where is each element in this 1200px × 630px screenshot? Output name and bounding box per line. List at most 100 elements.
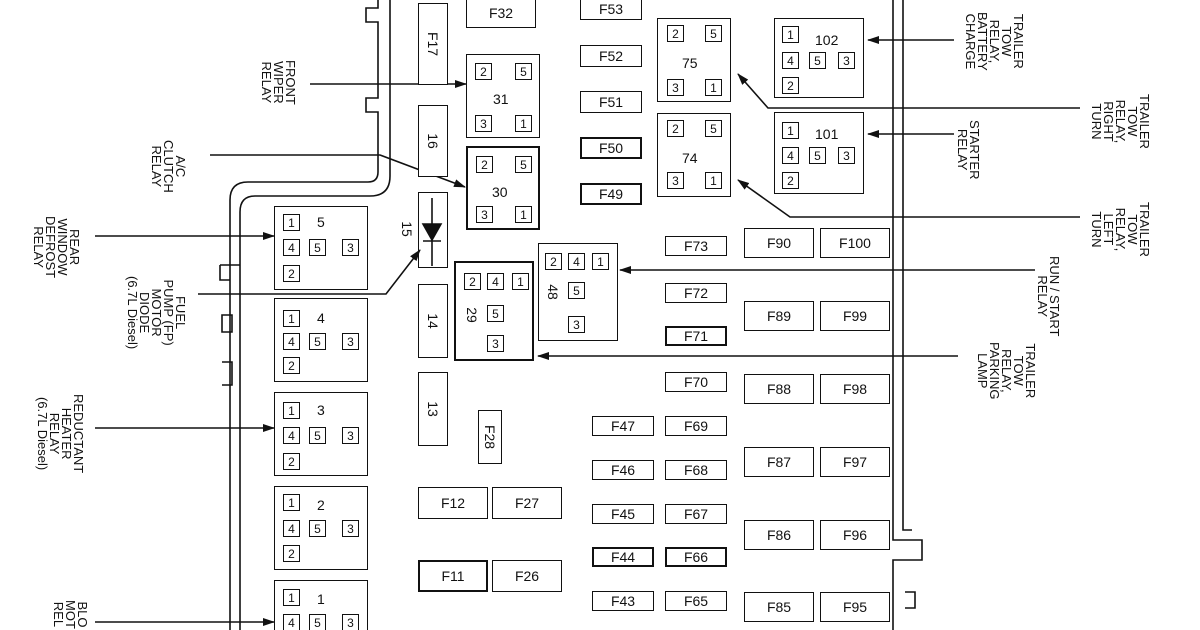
fuse-f11: F11	[418, 560, 488, 592]
relay-number: 29	[463, 307, 480, 323]
housing-left-wall	[229, 0, 379, 630]
pin: 1	[283, 214, 300, 231]
fuse-f26: F26	[492, 560, 562, 592]
pin: 3	[667, 172, 684, 189]
fuse-f12: F12	[418, 487, 488, 519]
relay-101: 1 101 4 5 3 2	[774, 112, 864, 194]
fuse-f72: F72	[665, 283, 727, 303]
relay-75: 2 5 75 3 1	[657, 18, 731, 102]
fuse-14: 14	[418, 284, 448, 358]
fuse-f98: F98	[820, 374, 890, 404]
relay-4: 1 4 4 5 3 2	[274, 298, 368, 382]
fuse-f28: F28	[478, 410, 502, 464]
label-rear-window: REAR WINDOW DEFROST RELAY	[31, 216, 82, 279]
relay-number: 75	[682, 55, 698, 71]
fuse-f45: F45	[592, 504, 654, 524]
pin: 2	[464, 273, 481, 290]
label-starter: STARTER RELAY	[955, 120, 982, 180]
fuse-f51: F51	[580, 91, 642, 113]
relay-1: 1 1 4 5 3	[274, 580, 368, 630]
label-ac-clutch: A/C CLUTCH RELAY	[149, 140, 188, 193]
relay-30: 2 5 30 3 1	[466, 146, 540, 230]
relay-number: 1	[317, 591, 325, 607]
fuse-f87: F87	[744, 447, 814, 477]
label-tow-left: TRAILER TOW RELAY, LEFT TURN	[1089, 202, 1152, 257]
fuse-f44: F44	[592, 547, 654, 567]
fuse-f97: F97	[820, 447, 890, 477]
pin: 5	[487, 305, 504, 322]
relay-number: 74	[682, 150, 698, 166]
label-blower: BLO MOT REL	[51, 600, 90, 629]
housing-left-wall-inner	[239, 0, 391, 630]
pin: 3	[487, 335, 504, 352]
pin: 1	[705, 172, 722, 189]
pin: 2	[667, 120, 684, 137]
fuse-f73: F73	[665, 236, 727, 256]
pin: 1	[515, 115, 532, 132]
fuse-13: 13	[418, 372, 448, 446]
relay-2: 1 2 4 5 3 2	[274, 486, 368, 570]
arrow-tow-right	[737, 73, 1080, 109]
label-front-wiper: FRONT WIPER RELAY	[259, 60, 298, 105]
pin: 5	[809, 52, 826, 69]
pin: 3	[475, 115, 492, 132]
pin: 2	[782, 172, 799, 189]
pin: 3	[342, 239, 359, 256]
fuse-f89: F89	[744, 301, 814, 331]
relay-5: 1 5 4 5 3 2	[274, 206, 368, 290]
pin: 2	[475, 63, 492, 80]
relay-number: 30	[492, 184, 508, 200]
pin: 4	[782, 52, 799, 69]
relay-74: 2 5 74 3 1	[657, 113, 731, 197]
pin: 2	[283, 357, 300, 374]
pin: 4	[283, 239, 300, 256]
pin: 5	[309, 427, 326, 444]
pin: 1	[782, 122, 799, 139]
pin: 3	[667, 79, 684, 96]
fuse-f53: F53	[580, 0, 642, 20]
fuse-f86: F86	[744, 520, 814, 550]
fuse-f50: F50	[580, 137, 642, 159]
pin: 5	[309, 520, 326, 537]
pin: 1	[283, 310, 300, 327]
pin: 3	[342, 614, 359, 630]
pin: 2	[283, 265, 300, 282]
pin: 5	[568, 282, 585, 299]
pin: 3	[838, 147, 855, 164]
fuse-f95: F95	[820, 592, 890, 622]
pin: 1	[283, 402, 300, 419]
pin: 1	[283, 589, 300, 606]
pin: 3	[342, 427, 359, 444]
pin: 3	[568, 316, 585, 333]
fuse-f71: F71	[665, 326, 727, 346]
fuse-f68: F68	[665, 460, 727, 480]
fuse-f46: F46	[592, 460, 654, 480]
label-tow-right: TRAILER TOW RELAY, RIGHT TURN	[1089, 94, 1152, 149]
relay-31: 2 5 31 3 1	[466, 54, 540, 138]
label-tow-charge: TRAILER TOW RELAY, BATTERY CHARGE	[963, 12, 1026, 71]
arrow-fuel-pump	[198, 249, 421, 295]
pin: 5	[309, 239, 326, 256]
pin: 2	[476, 156, 493, 173]
relay-number: 101	[815, 126, 839, 142]
fuse-16: 16	[418, 105, 448, 177]
relay-3: 1 3 4 5 3 2	[274, 392, 368, 476]
fuse-f49: F49	[580, 183, 642, 205]
pin: 2	[782, 77, 799, 94]
relay-number: 3	[317, 402, 325, 418]
pin: 3	[476, 206, 493, 223]
pin: 5	[809, 147, 826, 164]
fuse-f47: F47	[592, 416, 654, 436]
diode-symbol	[421, 198, 443, 266]
pin: 3	[342, 520, 359, 537]
fuse-f66: F66	[665, 547, 727, 567]
relay-number: 2	[317, 497, 325, 513]
pin: 5	[309, 333, 326, 350]
relay-48: 2 4 1 48 5 3	[538, 243, 618, 341]
pin: 2	[283, 545, 300, 562]
fuse-f43: F43	[592, 591, 654, 611]
fuse-15: 15	[399, 192, 448, 268]
fuse-f17: F17	[418, 3, 448, 85]
pin: 4	[283, 520, 300, 537]
